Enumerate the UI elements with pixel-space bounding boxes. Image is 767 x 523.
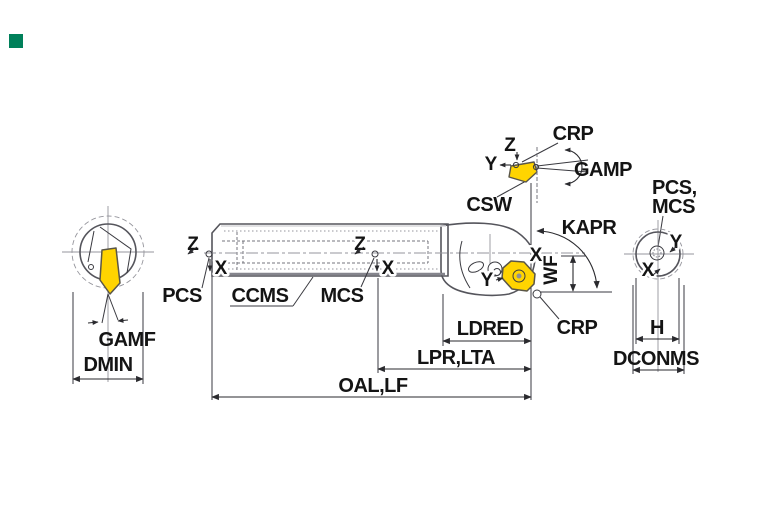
- dmin-label: DMIN: [83, 354, 132, 376]
- h-label: H: [650, 317, 664, 339]
- right-y-label: Y: [670, 232, 683, 253]
- insert-screw: [512, 269, 526, 283]
- gamf-label: GAMF: [99, 329, 156, 351]
- brand-square: [9, 34, 23, 48]
- detail-y-label: Y: [485, 154, 498, 175]
- x-mid-label: X: [382, 258, 395, 279]
- left-insert: [99, 247, 121, 295]
- right-end-view: PCS, MCS Y X H DCONMS: [613, 177, 700, 374]
- right-screw-circle: [649, 245, 665, 261]
- right-body-circle: [635, 231, 681, 277]
- detail-insert: [508, 161, 538, 183]
- kapr-label: KAPR: [562, 217, 618, 239]
- pcs-label: PCS: [162, 285, 202, 307]
- head-pocket: [468, 261, 484, 273]
- gamp-label: GAMP: [574, 159, 632, 181]
- insert-detail-view: Z Y CRP GAMP: [485, 123, 633, 203]
- corner-radius-dot: [532, 289, 542, 299]
- ccms-label: CCMS: [232, 285, 289, 307]
- bar-body: [211, 223, 449, 277]
- detail-crp-label: CRP: [553, 123, 594, 145]
- mcs-label: MCS: [321, 285, 364, 307]
- right-mcs-label: MCS: [652, 196, 695, 218]
- left-end-view: GAMF DMIN: [62, 206, 156, 384]
- oal-lf-label: OAL,LF: [338, 375, 407, 397]
- lpr-lta-label: LPR,LTA: [417, 347, 495, 369]
- z-mid-label: Z: [354, 234, 366, 255]
- pcs-origin: [205, 250, 213, 258]
- ldred-label: LDRED: [457, 318, 523, 340]
- right-x-label: X: [642, 260, 655, 281]
- x-left-label: X: [215, 258, 228, 279]
- y-head-label: Y: [481, 270, 494, 291]
- right-dashed-circle: [632, 228, 684, 280]
- mcs-origin: [371, 250, 379, 258]
- crp-bottom-label: CRP: [557, 317, 598, 339]
- dconms-label: DCONMS: [613, 348, 699, 370]
- right-pcs-label: PCS,: [652, 177, 697, 199]
- csw-label: CSW: [466, 194, 512, 216]
- z-left-label: Z: [187, 234, 199, 255]
- wf-label: WF: [541, 255, 562, 285]
- main-side-view: Z X Z X X Y PCS CCMS MCS CSW KAPR: [162, 180, 618, 401]
- detail-z-label: Z: [504, 135, 516, 156]
